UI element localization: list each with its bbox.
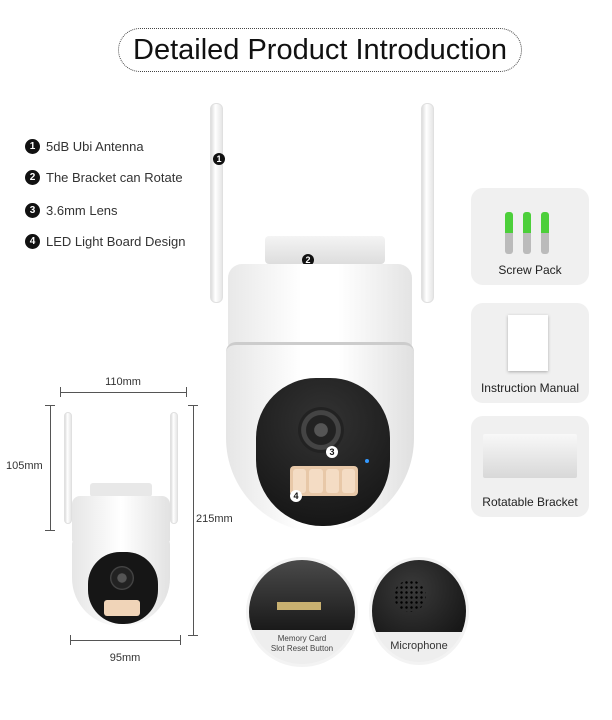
dimension-tick <box>186 387 187 397</box>
dimension-line <box>50 405 51 530</box>
dimension-width-bottom: 95mm <box>109 652 141 664</box>
led-board <box>104 600 140 616</box>
dimension-line <box>70 640 180 641</box>
card-slot-image <box>249 560 355 630</box>
feature-item: 4 LED Light Board Design <box>25 234 185 249</box>
manual-icon <box>508 315 548 371</box>
camera-upper-body <box>228 264 412 348</box>
antenna-right <box>421 103 434 303</box>
antenna-left <box>210 103 223 303</box>
detail-label: Memory Card Slot Reset Button <box>249 634 355 654</box>
dimension-tick <box>180 635 181 645</box>
page-title: Detailed Product Introduction <box>118 28 522 72</box>
lens-icon <box>110 566 134 590</box>
sd-slot-icon <box>277 602 321 610</box>
antenna-left <box>64 412 72 524</box>
dimension-width-top: 110mm <box>105 376 141 388</box>
camera-cap <box>90 483 152 497</box>
number-badge: 3 <box>25 203 40 218</box>
marker-2: 2 <box>302 254 314 266</box>
dimension-tick <box>188 405 198 406</box>
label-line: Memory Card <box>277 634 327 643</box>
number-badge: 2 <box>25 170 40 185</box>
screw-icon <box>505 212 549 254</box>
accessory-label: Instruction Manual <box>480 381 580 395</box>
status-led <box>365 459 369 463</box>
dimension-line <box>193 405 194 635</box>
dimension-tick <box>45 530 55 531</box>
feature-item: 3 3.6mm Lens <box>25 203 118 218</box>
lens-icon <box>298 407 344 453</box>
accessory-card-screw-pack: Screw Pack <box>471 188 589 285</box>
feature-item: 1 5dB Ubi Antenna <box>25 139 144 154</box>
camera-upper-body <box>72 496 170 542</box>
dimension-tick <box>60 387 61 397</box>
dimension-tick <box>188 635 198 636</box>
bracket-icon <box>483 434 577 478</box>
dimension-height-head: 105mm <box>6 460 43 472</box>
dimension-height-total: 215mm <box>196 513 233 525</box>
accessory-card-manual: Instruction Manual <box>471 303 589 403</box>
camera-cap <box>265 236 385 264</box>
detail-microphone: Microphone <box>369 557 469 665</box>
dimension-tick <box>70 635 71 645</box>
label-line: Slot Reset Button <box>270 644 334 653</box>
marker-3: 3 <box>326 446 338 458</box>
accessory-label: Rotatable Bracket <box>482 495 578 509</box>
detail-label: Microphone <box>390 640 448 652</box>
feature-item: 2 The Bracket can Rotate <box>25 170 183 185</box>
marker-1: 1 <box>213 153 225 165</box>
number-badge: 4 <box>25 234 40 249</box>
accessory-label: Screw Pack <box>498 263 562 277</box>
dimension-line <box>60 392 186 393</box>
detail-memory-card: Memory Card Slot Reset Button <box>246 557 358 667</box>
antenna-right <box>170 412 178 524</box>
number-badge: 1 <box>25 139 40 154</box>
led-board <box>290 466 358 496</box>
feature-label: 3.6mm Lens <box>46 203 118 218</box>
dimension-tick <box>45 405 55 406</box>
accessory-card-bracket: Rotatable Bracket <box>471 416 589 517</box>
feature-label: LED Light Board Design <box>46 234 186 249</box>
microphone-icon <box>394 580 426 612</box>
feature-label: 5dB Ubi Antenna <box>46 139 144 154</box>
marker-4: 4 <box>290 490 302 502</box>
feature-label: The Bracket can Rotate <box>46 170 183 185</box>
